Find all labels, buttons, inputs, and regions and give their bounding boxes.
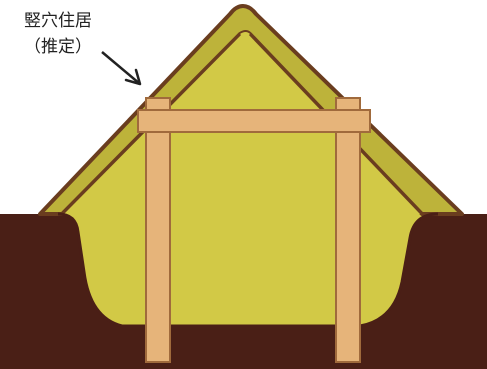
left-post-top [145,97,171,111]
left-post [145,103,171,363]
right-post [335,103,361,363]
pit-interior [58,214,438,326]
pointer-arrowhead [124,68,142,86]
pointer-arrow [101,51,141,85]
ground-soil [0,214,487,369]
cross-beam [137,109,371,133]
right-post-top [335,97,361,111]
pit-floor-line [57,212,439,328]
structure-sublabel: （推定） [24,37,92,57]
structure-label: 竪穴住居 [24,11,92,31]
